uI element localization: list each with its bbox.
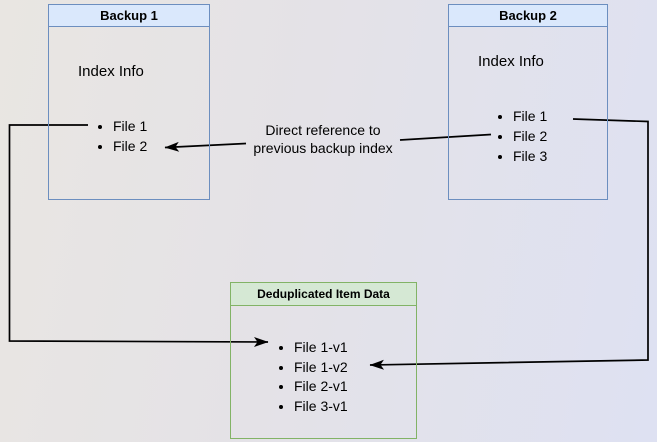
file-list-item: File 1-v1 bbox=[294, 338, 348, 358]
edge-label-line1: Direct reference to bbox=[265, 122, 381, 138]
file-list-item: File 3 bbox=[513, 146, 547, 166]
file-list-item: File 3-v1 bbox=[294, 397, 348, 417]
file-list-item: File 2 bbox=[513, 126, 547, 146]
file-list-item: File 1 bbox=[513, 106, 547, 126]
file-list-item: File 1 bbox=[113, 116, 147, 136]
backup2-file-list: File 1 File 2 File 3 bbox=[449, 106, 547, 166]
deduplicated-item-data-box: Deduplicated Item Data File 1-v1 File 1-… bbox=[230, 282, 417, 439]
file-list-item: File 2 bbox=[113, 136, 147, 156]
dedup-title: Deduplicated Item Data bbox=[231, 283, 416, 306]
dedup-file-list: File 1-v1 File 1-v2 File 2-v1 File 3-v1 bbox=[231, 338, 348, 416]
backup1-box: Backup 1 Index Info File 1 File 2 bbox=[48, 4, 210, 200]
backup2-index-info-label: Index Info bbox=[478, 53, 544, 70]
file-list-item: File 2-v1 bbox=[294, 377, 348, 397]
file-list-item: File 1-v2 bbox=[294, 358, 348, 378]
backup2-title: Backup 2 bbox=[449, 5, 607, 27]
backup1-title: Backup 1 bbox=[49, 5, 209, 27]
backup1-file-list: File 1 File 2 bbox=[49, 116, 147, 156]
backup1-index-info-label: Index Info bbox=[78, 63, 144, 80]
edge-label-line2: previous backup index bbox=[253, 140, 393, 156]
edge-label-direct-reference: Direct reference to previous backup inde… bbox=[253, 121, 392, 157]
backup2-box: Backup 2 Index Info File 1 File 2 File 3 bbox=[448, 4, 608, 200]
